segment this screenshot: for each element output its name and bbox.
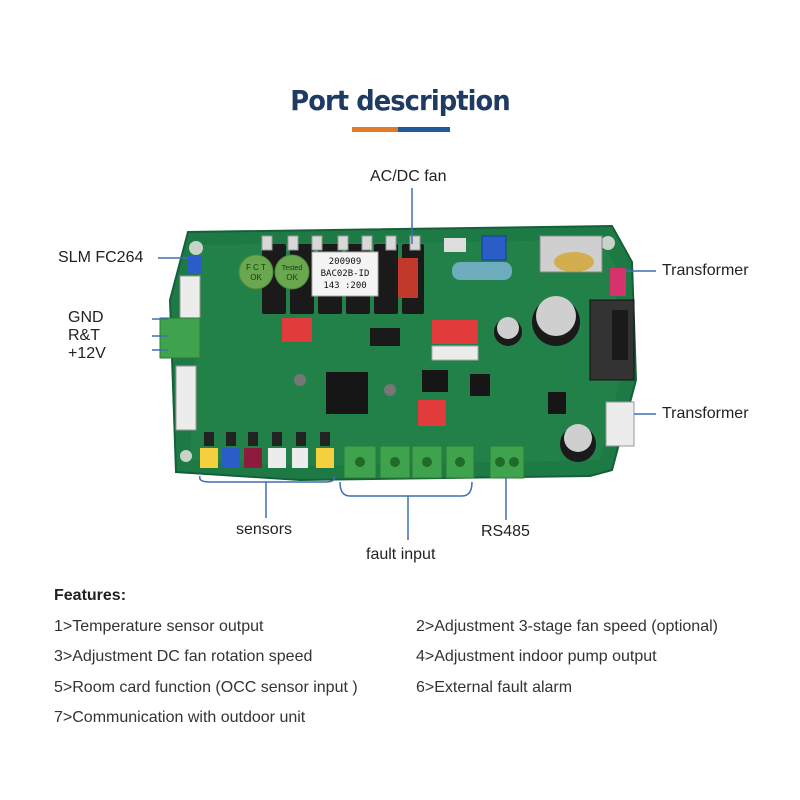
svg-text:Tested: Tested (282, 265, 303, 272)
board-label-line1: 200909 (329, 257, 362, 267)
rs485-label: RS485 (481, 523, 530, 540)
features-heading: Features: (54, 587, 127, 604)
feature-item-7: 7>Communication with outdoor unit (54, 709, 306, 726)
svg-text:OK: OK (250, 273, 262, 282)
sensors-label: sensors (236, 521, 293, 538)
feature-item-5: 5>Room card function (OCC sensor input ) (54, 679, 358, 696)
feature-item-4: 4>Adjustment indoor pump output (416, 648, 657, 665)
transformer-bottom-label: Transformer (662, 405, 749, 422)
feature-item-6: 6>External fault alarm (416, 679, 573, 696)
transformer-top-label: Transformer (662, 262, 749, 279)
board-label-line2: BAC02B-ID (321, 269, 370, 279)
fault-input-label: fault input (366, 546, 436, 563)
feature-item-2: 2>Adjustment 3-stage fan speed (optional… (416, 618, 718, 635)
feature-item-3: 3>Adjustment DC fan rotation speed (54, 648, 313, 665)
gnd-label: GND (68, 309, 104, 326)
svg-text:F C T: F C T (246, 263, 266, 272)
rt-label: R&T (68, 327, 100, 344)
12v-label: +12V (68, 345, 106, 362)
title-accent-blue (398, 127, 450, 132)
svg-text:OK: OK (286, 273, 298, 282)
board-label-line3: 143 :200 (323, 281, 366, 291)
title-accent-orange (352, 127, 398, 132)
page-title: Port description (290, 84, 510, 117)
feature-item-1: 1>Temperature sensor output (54, 618, 264, 635)
slm-label: SLM FC264 (58, 249, 144, 266)
acdc-fan-label: AC/DC fan (370, 168, 447, 185)
